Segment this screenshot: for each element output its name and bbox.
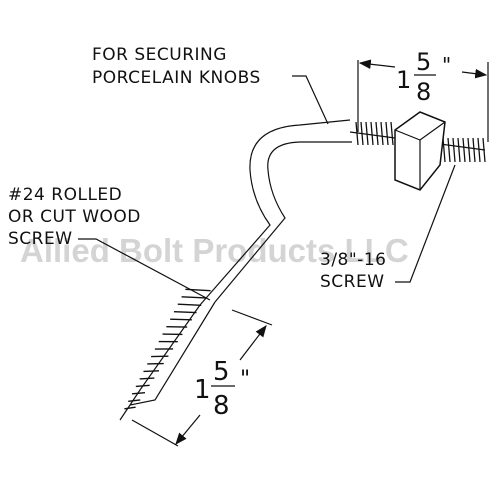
top-dim-unit: " [442, 53, 451, 77]
top-dim-whole: 1 [396, 66, 411, 94]
thread-line [173, 311, 197, 314]
callout-top: FOR SECURING PORCELAIN KNOBS [92, 45, 329, 125]
thread-line [124, 406, 136, 410]
thread-line [170, 318, 192, 321]
callout-left-line3: SCREW [8, 229, 73, 249]
thread-line [472, 137, 476, 163]
callout-left-line1: #24 ROLLED [8, 185, 122, 205]
callout-left: #24 ROLLED OR CUT WOOD SCREW [8, 185, 211, 301]
machine-threads-right [437, 137, 486, 163]
top-dim-denominator: 8 [416, 78, 431, 106]
callout-top-line2: PORCELAIN KNOBS [92, 68, 261, 88]
thread-line [390, 121, 394, 146]
callout-top-line1: FOR SECURING [92, 45, 227, 65]
top-dim-numerator: 5 [416, 48, 431, 76]
hook-body [199, 119, 352, 306]
thread-line [139, 377, 155, 380]
thread-line [143, 370, 160, 373]
watermark: Allied Bolt Products LLC [20, 232, 409, 269]
bottom-dim-unit: " [240, 367, 250, 392]
thread-line [375, 121, 379, 146]
callout-left-line2: OR CUT WOOD [8, 207, 141, 227]
square-nut [394, 111, 446, 191]
callout-right-line1: 3/8"-16 [320, 250, 386, 270]
thread-line [462, 137, 466, 163]
bottom-dimension: 1 5 8 " [131, 309, 273, 447]
wood-screw-threads [124, 288, 211, 410]
thread-line [365, 121, 369, 146]
bottom-dim-numerator: 5 [213, 357, 230, 387]
thread-line [477, 137, 481, 163]
thread-line [177, 303, 202, 306]
thread-line [370, 121, 374, 146]
thread-line [457, 137, 461, 163]
thread-line [380, 121, 384, 146]
thread-line [447, 137, 451, 163]
thread-line [128, 399, 141, 403]
thread-line [181, 296, 206, 299]
machine-screw [349, 121, 486, 163]
callout-right: 3/8"-16 SCREW [320, 164, 456, 292]
thread-line [135, 384, 150, 388]
thread-line [385, 121, 389, 146]
bottom-dim-denominator: 8 [213, 391, 230, 421]
bottom-dim-whole: 1 [194, 375, 211, 405]
thread-line [131, 391, 146, 395]
top-dimension: 1 5 8 " [357, 48, 489, 142]
callout-right-line2: SCREW [320, 272, 385, 292]
thread-line [452, 137, 456, 163]
wood-screw [119, 288, 216, 421]
thread-line [467, 137, 471, 163]
